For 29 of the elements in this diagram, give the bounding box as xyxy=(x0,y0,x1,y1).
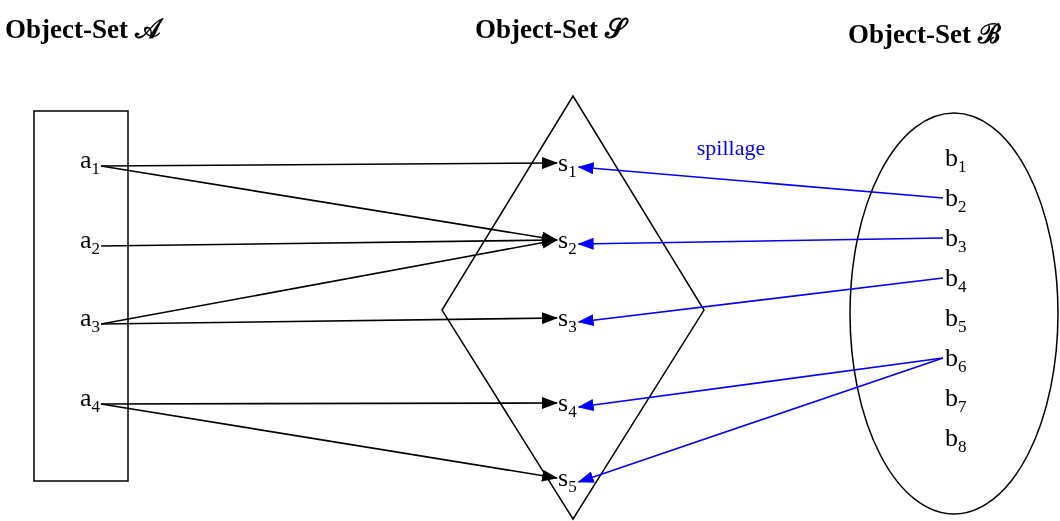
arrow xyxy=(577,237,944,250)
element-label: a$_{3}$ xyxy=(80,303,101,333)
set-rectangle xyxy=(33,110,129,482)
element-label: s$_{1}$ xyxy=(558,148,577,178)
element-label: b$_{1}$ xyxy=(945,143,967,173)
element-label: s$_{2}$ xyxy=(558,225,577,255)
arrow xyxy=(577,357,944,483)
element-label: b$_{4}$ xyxy=(945,263,967,293)
element-label: b$_{6}$ xyxy=(945,343,967,373)
arrow xyxy=(100,397,558,410)
arrow xyxy=(577,357,944,411)
element-label: b$_{7}$ xyxy=(945,383,967,413)
element-label: a$_{2}$ xyxy=(80,225,101,255)
element-label: b$_{3}$ xyxy=(945,223,967,253)
arrow xyxy=(100,157,558,170)
element-label: b$_{5}$ xyxy=(945,303,967,333)
set-ellipse xyxy=(849,112,1059,515)
element-label: b$_{2}$ xyxy=(945,183,967,213)
arrow xyxy=(577,162,944,199)
element-label: b$_{8}$ xyxy=(945,423,967,453)
element-label: a$_{4}$ xyxy=(80,383,101,413)
element-label: s$_{3}$ xyxy=(558,303,577,333)
set-heading: Object-Set ℬ xyxy=(848,18,1001,51)
element-label: a$_{1}$ xyxy=(80,145,101,175)
arrow xyxy=(100,403,558,482)
element-label: s$_{4}$ xyxy=(558,388,577,418)
element-label: s$_{5}$ xyxy=(558,463,577,493)
arrow xyxy=(100,312,558,325)
arrow xyxy=(577,277,944,327)
